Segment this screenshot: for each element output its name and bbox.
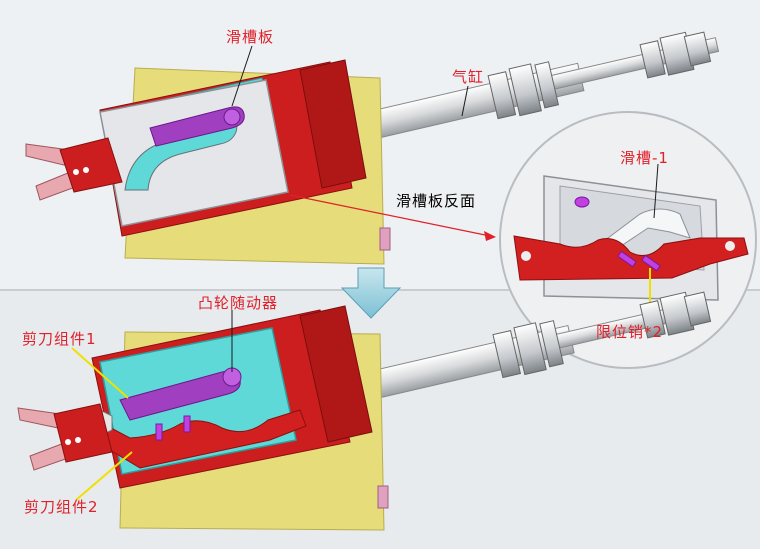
label-cam-follower: 凸轮随动器 [198, 294, 279, 312]
label-slot-plate: 滑槽板 [226, 28, 275, 46]
bottom-assembly [17, 291, 712, 531]
label-scissor-assembly-2: 剪刀组件2 [24, 498, 99, 516]
label-cylinder: 气缸 [452, 68, 485, 86]
label-slot-1: 滑槽-1 [620, 149, 669, 167]
pointer-slot-plate [231, 45, 253, 107]
pointer-scissor-2 [75, 451, 133, 501]
label-slot-plate-back: 滑槽板反面 [396, 192, 477, 210]
pointer-scissor-1 [71, 347, 129, 399]
label-limit-pin: 限位销*2 [596, 323, 664, 341]
transition-arrow [340, 267, 402, 319]
pointer-slot-plate-back-arrowhead [484, 231, 496, 241]
top-cam-lever [149, 106, 245, 147]
detail-limit-pin-1 [617, 250, 637, 268]
detail-limit-pin-2 [641, 254, 661, 272]
top-assembly [25, 31, 720, 265]
label-scissor-assembly-1: 剪刀组件1 [22, 330, 97, 348]
pointer-slot-1 [653, 163, 659, 219]
pointer-cylinder [461, 85, 469, 117]
pointer-slot-plate-back [289, 194, 491, 237]
